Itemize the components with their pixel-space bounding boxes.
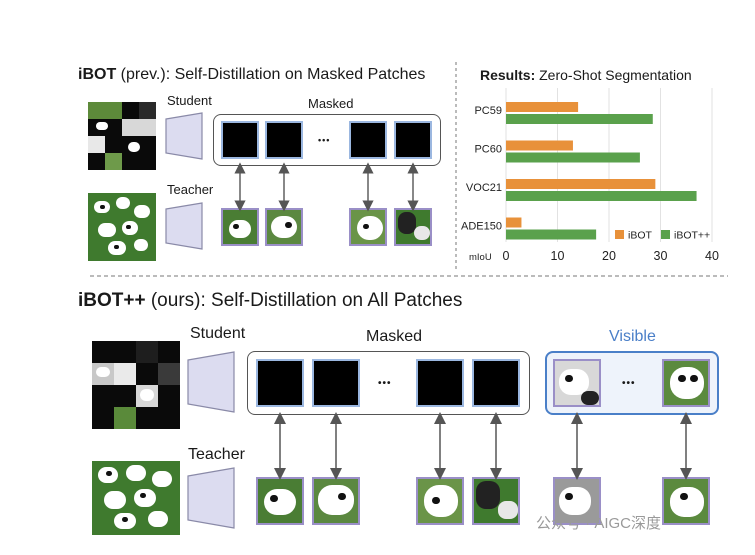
bottom-title: iBOT++ (ours): Self-Distillation on All …: [78, 291, 462, 310]
top-teacher-patch-2: [265, 208, 303, 246]
bottom-teacher-patch-2: [312, 477, 360, 525]
bottom-teacher-patch-4: [472, 477, 520, 525]
top-teacher-patch-4: [394, 208, 432, 246]
top-masked-patch-1: [221, 121, 259, 159]
top-title-bold: iBOT: [78, 66, 117, 83]
bottom-masked-label: Masked: [366, 328, 423, 345]
top-teacher-label: Teacher: [167, 182, 214, 197]
bottom-masked-patch-4: [472, 359, 520, 407]
top-student-encoder: [165, 112, 203, 160]
x-tick-label-0: 0: [503, 249, 510, 263]
bottom-masked-patch-3: [416, 359, 464, 407]
top-title: iBOT (prev.): Self-Distillation on Maske…: [78, 67, 425, 83]
bar-iBOT-PC60: [506, 140, 573, 151]
bottom-student-encoder: [187, 351, 235, 413]
bottom-visible-patch-2: [662, 359, 710, 407]
bar-iBOT++-ADE150: [506, 229, 597, 240]
bottom-visible-patch-1: [553, 359, 601, 407]
top-masked-patch-3: [349, 121, 387, 159]
legend-swatch-iBOT++: [661, 230, 670, 239]
y-tick-label-ADE150: ADE150: [461, 221, 502, 233]
x-tick-label-10: 10: [551, 249, 565, 263]
top-masked-patch-2: [265, 121, 303, 159]
top-teacher-patch-3: [349, 208, 387, 246]
bar-iBOT++-PC59: [506, 114, 653, 124]
top-ellipsis: •••: [318, 135, 331, 145]
bottom-student-label: Student: [190, 325, 246, 342]
watermark: 公众号 · AIGC深度: [536, 515, 662, 532]
bottom-teacher-label: Teacher: [188, 446, 245, 463]
bottom-masked-patch-1: [256, 359, 304, 407]
top-student-masked-image: [88, 102, 156, 170]
bottom-masked-group: [247, 351, 530, 415]
bottom-ellipsis-masked: •••: [378, 378, 392, 389]
bar-iBOT-VOC21: [506, 179, 656, 189]
top-teacher-encoder: [165, 202, 203, 250]
x-tick-label-30: 30: [654, 249, 668, 263]
bottom-teacher-image: [92, 461, 180, 535]
top-masked-group: [213, 114, 441, 166]
y-tick-label-VOC21: VOC21: [466, 182, 502, 194]
results-title: Results: Zero-Shot Segmentation: [480, 68, 692, 82]
bottom-teacher-patch-1: [256, 477, 304, 525]
bar-iBOT++-VOC21: [506, 191, 697, 201]
top-teacher-patch-1: [221, 208, 259, 246]
bottom-teacher-encoder: [187, 467, 235, 529]
top-student-label: Student: [167, 93, 212, 108]
results-title-rest: Zero-Shot Segmentation: [535, 67, 692, 83]
top-teacher-image: [88, 193, 156, 261]
top-masked-patch-4: [394, 121, 432, 159]
y-tick-label-PC60: PC60: [474, 144, 502, 156]
legend-swatch-iBOT: [615, 230, 624, 239]
bottom-teacher-patch-3: [416, 477, 464, 525]
x-tick-label-40: 40: [705, 249, 719, 263]
x-axis-label: mIoU: [469, 252, 492, 263]
bar-iBOT++-PC60: [506, 152, 640, 163]
bottom-title-rest: (ours): Self-Distillation on All Patches: [145, 290, 463, 311]
bar-iBOT-PC59: [506, 102, 579, 112]
bottom-title-bold: iBOT++: [78, 290, 146, 311]
bottom-teacher-patch-6: [662, 477, 710, 525]
legend-label-iBOT++: iBOT++: [674, 230, 710, 242]
x-tick-label-20: 20: [602, 249, 616, 263]
bottom-ellipsis-visible: •••: [622, 378, 636, 389]
top-title-rest: (prev.): Self-Distillation on Masked Pat…: [116, 66, 426, 83]
bottom-visible-label: Visible: [609, 328, 656, 345]
bottom-student-masked-image: [92, 341, 180, 429]
bottom-masked-patch-2: [312, 359, 360, 407]
legend-label-iBOT: iBOT: [628, 230, 653, 242]
bar-iBOT-ADE150: [506, 217, 522, 228]
y-tick-label-PC59: PC59: [474, 105, 502, 117]
top-masked-label: Masked: [308, 96, 354, 111]
results-title-bold: Results:: [480, 67, 536, 83]
